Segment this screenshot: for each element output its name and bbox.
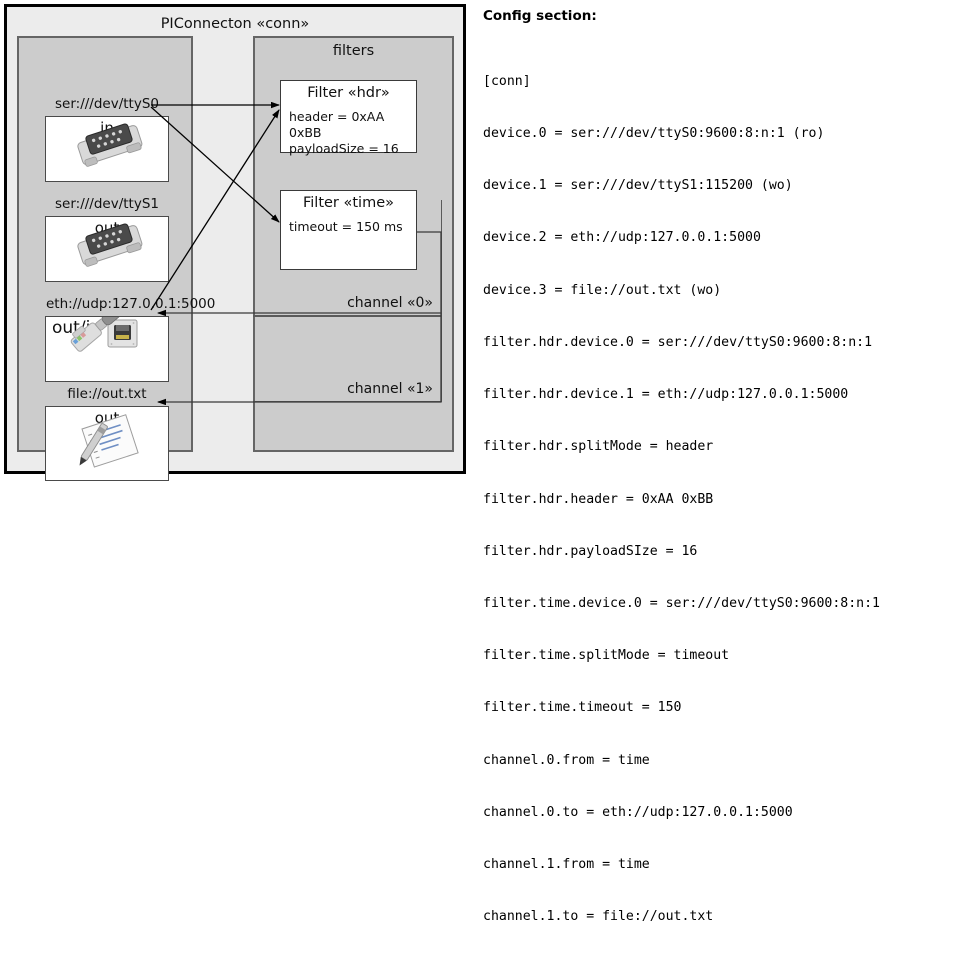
filter-title-hdr: Filter «hdr»: [307, 85, 390, 101]
device-caption-ttys1: ser:///dev/ttyS1: [55, 196, 159, 212]
config-line: filter.hdr.header = 0xAA 0xBB: [483, 491, 714, 507]
config-line: channel.1.to = file://out.txt: [483, 909, 714, 925]
text-file-icon: [79, 414, 139, 468]
config-line: device.2 = eth://udp:127.0.0.1:5000: [483, 230, 761, 246]
config-line: channel.0.to = eth://udp:127.0.0.1:5000: [483, 804, 793, 820]
device-caption-eth: eth://udp:127.0.0.1:5000: [46, 296, 216, 312]
channel-box-1: channel «1»: [253, 316, 442, 402]
config-line: channel.0.from = time: [483, 752, 650, 768]
channel-box-0: channel «0»: [253, 200, 442, 316]
config-line: filter.time.device.0 = ser:///dev/ttyS0:…: [483, 596, 880, 611]
device-node-ttys0[interactable]: ser:///dev/ttyS0 in: [45, 96, 169, 182]
filter-attribute: timeout = 150 ms: [289, 219, 403, 234]
config-line: channel.1.from = time: [483, 857, 650, 873]
channel-label-1: channel «1»: [347, 381, 433, 397]
filter-attribute: payloadSize = 16: [289, 141, 399, 156]
device-node-file[interactable]: file://out.txt out: [45, 386, 169, 481]
filter-attributes-time: timeout = 150 ms: [289, 219, 403, 235]
filter-node-hdr[interactable]: Filter «hdr» header = 0xAA 0xBB payloadS…: [280, 80, 417, 156]
config-body: [conn] device.0 = ser:///dev/ttyS0:9600:…: [483, 38, 958, 961]
config-line: device.0 = ser:///dev/ttyS0:9600:8:n:1 (…: [483, 126, 825, 142]
filter-attributes-hdr: header = 0xAA 0xBB payloadSize = 16: [289, 109, 416, 157]
component-title: PIConnecton «conn»: [160, 16, 310, 32]
ethernet-jack-icon: [70, 317, 138, 352]
config-line: [conn]: [483, 73, 531, 89]
config-line: filter.hdr.device.0 = ser:///dev/ttyS0:9…: [483, 334, 873, 350]
config-line: device.1 = ser:///dev/ttyS1:115200 (wo): [483, 178, 793, 194]
channel-label-0: channel «0»: [347, 295, 433, 311]
filter-title-time: Filter «time»: [302, 195, 395, 211]
config-line: filter.hdr.splitMode = header: [483, 439, 714, 455]
config-heading: Config section:: [483, 8, 597, 24]
config-line: device.3 = file://out.txt (wo): [483, 282, 722, 298]
config-line: filter.hdr.payloadSIze = 16: [483, 543, 698, 559]
config-line: filter.time.splitMode = timeout: [483, 648, 730, 664]
config-line: filter.hdr.device.1 = eth://udp:127.0.0.…: [483, 387, 849, 403]
config-section: Config section: [conn] device.0 = ser://…: [483, 8, 958, 961]
diagram-page: PIConnecton «conn» ser:///dev/ttyS0 in: [4, 4, 880, 924]
device-node-eth[interactable]: eth://udp:127.0.0.1:5000 out/in: [45, 296, 215, 382]
devices-panel: ser:///dev/ttyS0 in: [17, 36, 215, 481]
device-node-ttys1[interactable]: ser:///dev/ttyS1 out: [45, 196, 169, 282]
config-line: filter.time.timeout = 150: [483, 700, 682, 716]
filters-panel-title: filters: [332, 43, 375, 59]
device-caption-ttys0: ser:///dev/ttyS0: [55, 96, 159, 112]
filter-attribute: header = 0xAA 0xBB: [289, 109, 385, 140]
serial-port-icon: [77, 223, 143, 267]
device-caption-file: file://out.txt: [67, 386, 147, 402]
serial-port-icon: [77, 123, 143, 167]
